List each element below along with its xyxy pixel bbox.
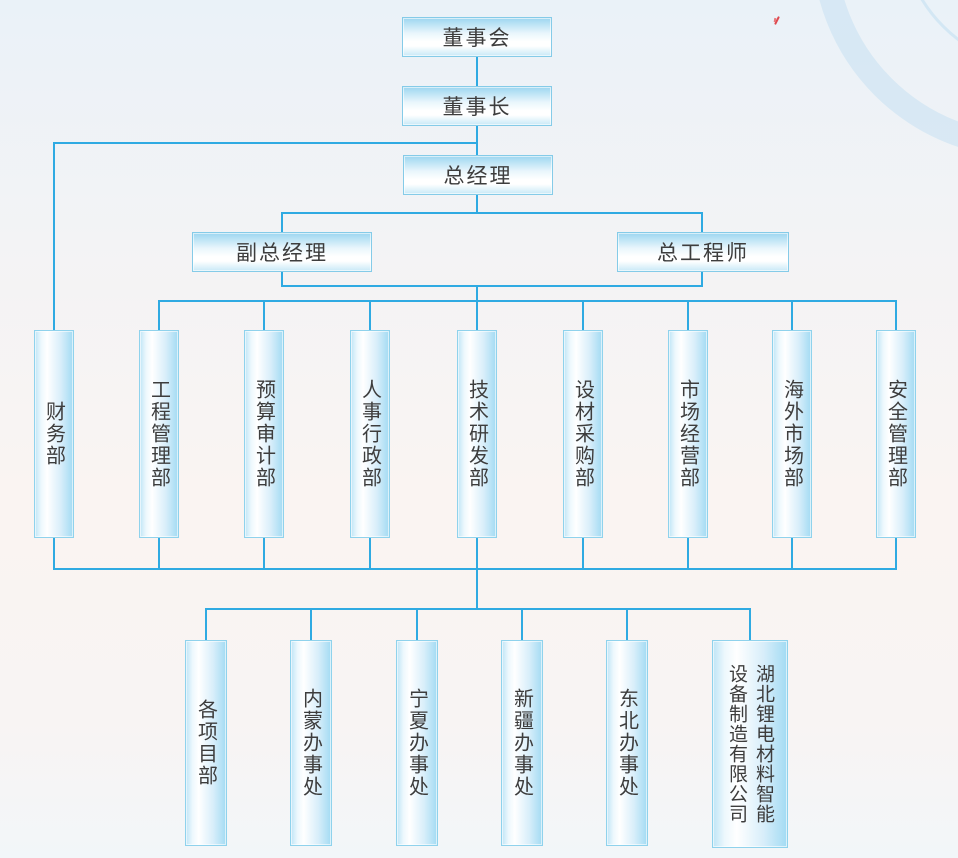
node-general-manager-label: 总经理 <box>443 165 513 188</box>
dept-market-operations: 市场经营部 <box>668 330 708 538</box>
dept-safety-management: 安全管理部 <box>876 330 916 538</box>
connector-line <box>476 536 478 570</box>
dept-market-operations-label: 市场经营部 <box>676 379 699 489</box>
connector-line <box>582 300 584 332</box>
branch-ningxia-office: 宁夏办事处 <box>396 640 438 846</box>
connector-line <box>476 56 478 86</box>
connector-line <box>281 285 703 287</box>
connector-line <box>895 536 897 570</box>
dept-hr-admin: 人事行政部 <box>350 330 390 538</box>
connector-line <box>158 300 897 302</box>
branch-project-depts-label: 各项目部 <box>194 699 217 787</box>
connector-line <box>749 608 751 642</box>
connector-line <box>791 536 793 570</box>
dept-tech-rd: 技术研发部 <box>457 330 497 538</box>
connector-line <box>205 608 751 610</box>
node-general-manager: 总经理 <box>403 155 553 195</box>
connector-line <box>281 271 283 287</box>
connector-line <box>416 608 418 642</box>
node-chairman-label: 董事长 <box>442 96 512 119</box>
node-chief-engineer: 总工程师 <box>617 232 789 272</box>
connector-line <box>53 142 55 332</box>
dept-equipment-procurement: 设材采购部 <box>563 330 603 538</box>
connector-line <box>476 568 478 610</box>
dept-equipment-procurement-label: 设材采购部 <box>571 379 594 489</box>
connector-line <box>687 300 689 332</box>
connector-line <box>582 536 584 570</box>
dept-overseas-market: 海外市场部 <box>772 330 812 538</box>
connector-line <box>310 608 312 642</box>
branch-project-depts: 各项目部 <box>185 640 227 846</box>
connector-line <box>791 300 793 332</box>
node-deputy-general-manager-label: 副总经理 <box>236 242 328 265</box>
connector-line <box>476 285 478 302</box>
branch-hubei-company-label: 湖北锂电材料智能 设备制造有限公司 <box>726 664 774 824</box>
connector-line <box>476 125 478 155</box>
connector-line <box>476 300 478 332</box>
connector-line <box>158 536 160 570</box>
connector-line <box>53 536 55 570</box>
node-chairman: 董事长 <box>402 86 552 126</box>
node-chief-engineer-label: 总工程师 <box>657 242 749 265</box>
connector-line <box>263 300 265 332</box>
branch-dongbei-office: 东北办事处 <box>606 640 648 846</box>
node-deputy-general-manager: 副总经理 <box>192 232 372 272</box>
dept-finance: 财务部 <box>34 330 74 538</box>
connector-line <box>54 142 478 144</box>
branch-dongbei-office-label: 东北办事处 <box>615 688 638 798</box>
connector-line <box>369 300 371 332</box>
connector-line <box>895 300 897 332</box>
branch-neimeng-office-label: 内蒙办事处 <box>299 688 322 798</box>
connector-line <box>476 194 478 214</box>
dept-finance-label: 财务部 <box>42 401 65 467</box>
connector-line <box>626 608 628 642</box>
connector-line <box>281 212 703 214</box>
connector-line <box>701 212 703 234</box>
dept-budget-audit: 预算审计部 <box>244 330 284 538</box>
dept-budget-audit-label: 预算审计部 <box>252 379 275 489</box>
dept-hr-admin-label: 人事行政部 <box>358 379 381 489</box>
decorative-arc-inner <box>899 0 958 71</box>
dept-safety-management-label: 安全管理部 <box>884 379 907 489</box>
connector-line <box>205 608 207 642</box>
node-board: 董事会 <box>402 17 552 57</box>
dept-engineering-management-label: 工程管理部 <box>147 379 170 489</box>
dept-engineering-management: 工程管理部 <box>139 330 179 538</box>
branch-ningxia-office-label: 宁夏办事处 <box>405 688 428 798</box>
connector-line <box>53 568 897 570</box>
node-board-label: 董事会 <box>442 27 512 50</box>
dept-overseas-market-label: 海外市场部 <box>780 379 803 489</box>
connector-line <box>521 608 523 642</box>
dept-tech-rd-label: 技术研发部 <box>465 379 488 489</box>
connector-line <box>369 536 371 570</box>
connector-line <box>158 300 160 332</box>
connector-line <box>687 536 689 570</box>
branch-xinjiang-office-label: 新疆办事处 <box>510 688 533 798</box>
branch-xinjiang-office: 新疆办事处 <box>501 640 543 846</box>
connector-line <box>281 212 283 234</box>
decorative-arc <box>812 0 958 158</box>
connector-line <box>263 536 265 570</box>
branch-neimeng-office: 内蒙办事处 <box>290 640 332 846</box>
connector-line <box>701 271 703 287</box>
branch-hubei-company: 湖北锂电材料智能 设备制造有限公司 <box>712 640 788 848</box>
decorative-red-mark <box>774 16 780 25</box>
